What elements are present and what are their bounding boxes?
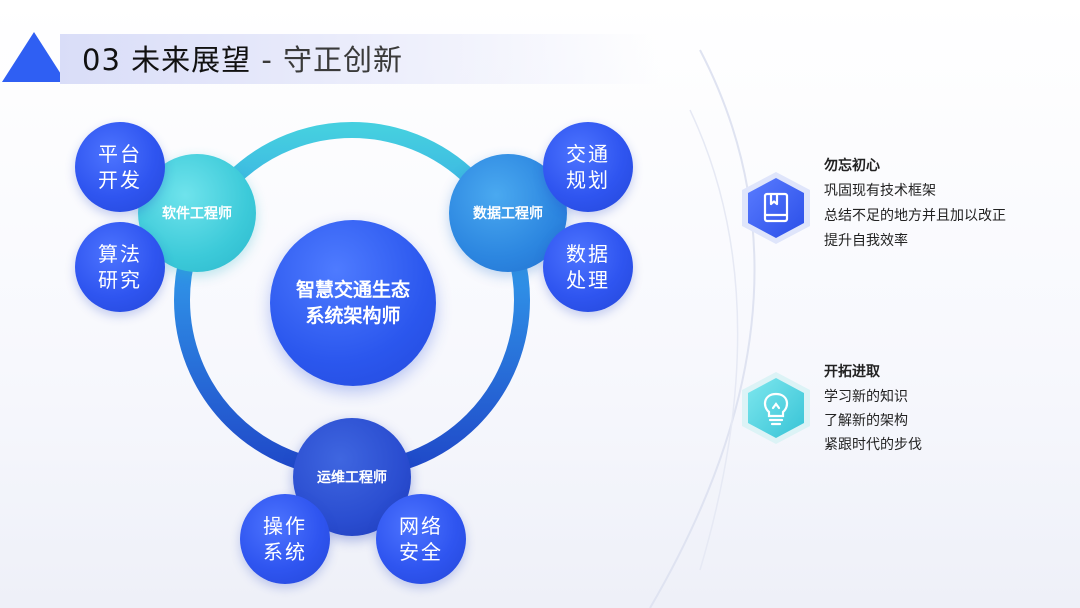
center-role: 智慧交通生态系统架构师 [270, 220, 436, 386]
skill-traffic-planning: 交通规划 [543, 122, 633, 212]
skill-label: 操作系统 [263, 514, 307, 564]
role-label: 软件工程师 [162, 206, 232, 222]
goal-line: 巩固现有技术框架 [824, 183, 936, 199]
skill-label: 平台开发 [98, 142, 142, 192]
section-number: 03 [82, 43, 121, 77]
skill-network-security: 网络安全 [376, 494, 466, 584]
goal-line: 提升自我效率 [824, 233, 908, 249]
skill-platform-dev: 平台开发 [75, 122, 165, 212]
section-subtitle: 守正创新 [283, 43, 404, 77]
role-label: 运维工程师 [317, 470, 387, 486]
title-separator: - [261, 43, 273, 77]
goal-line: 学习新的知识 [824, 389, 908, 405]
header-band [60, 34, 660, 84]
section-title: 未来展望 [131, 43, 252, 77]
skill-label: 算法研究 [98, 242, 142, 292]
goal-line: 紧跟时代的步伐 [824, 437, 922, 453]
skill-operating-system: 操作系统 [240, 494, 330, 584]
lightbulb-icon [763, 392, 789, 426]
skill-algorithm-research: 算法研究 [75, 222, 165, 312]
book-hexagon [742, 172, 810, 244]
goal-title: 开拓进取 [824, 364, 880, 380]
goal-line: 了解新的架构 [824, 413, 908, 429]
center-label: 智慧交通生态系统架构师 [295, 279, 410, 327]
page-title: 03 未来展望 - 守正创新 [82, 38, 403, 82]
skill-label: 交通规划 [566, 142, 610, 192]
goal-line: 总结不足的地方并且加以改正 [824, 208, 1006, 224]
header-triangle [2, 32, 66, 82]
book-icon [763, 192, 789, 223]
skill-label: 网络安全 [399, 514, 443, 564]
role-label: 数据工程师 [473, 206, 543, 222]
skill-label: 数据处理 [566, 242, 610, 292]
lightbulb-hexagon [742, 372, 810, 444]
skill-data-processing: 数据处理 [543, 222, 633, 312]
goal-title: 勿忘初心 [824, 158, 880, 174]
